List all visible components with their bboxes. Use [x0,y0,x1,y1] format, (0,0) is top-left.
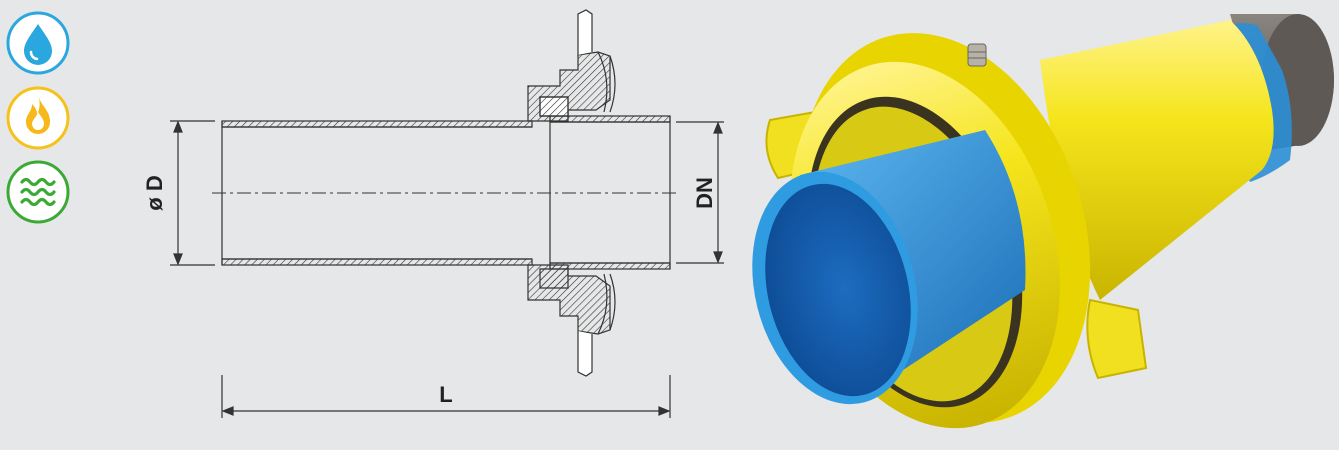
gas-flame-icon [6,86,70,150]
yellow-pipe-body [1040,20,1274,300]
dimension-nominal-diameter [676,121,724,264]
length-label: L [439,382,452,407]
outer-diameter-label: ø D [142,175,167,210]
flange-lug-right [1086,298,1148,380]
dimension-outer-diameter [170,120,215,266]
product-illustration [752,14,1334,429]
water-drop-icon [6,11,70,75]
waves-icon [6,160,70,224]
coupling-lower [527,264,616,377]
media-icons [6,11,70,224]
coupling-upper [527,9,616,122]
technical-drawing [170,9,724,418]
set-screw [967,43,987,67]
nominal-diameter-label: DN [692,177,717,209]
dimension-length [221,375,671,418]
